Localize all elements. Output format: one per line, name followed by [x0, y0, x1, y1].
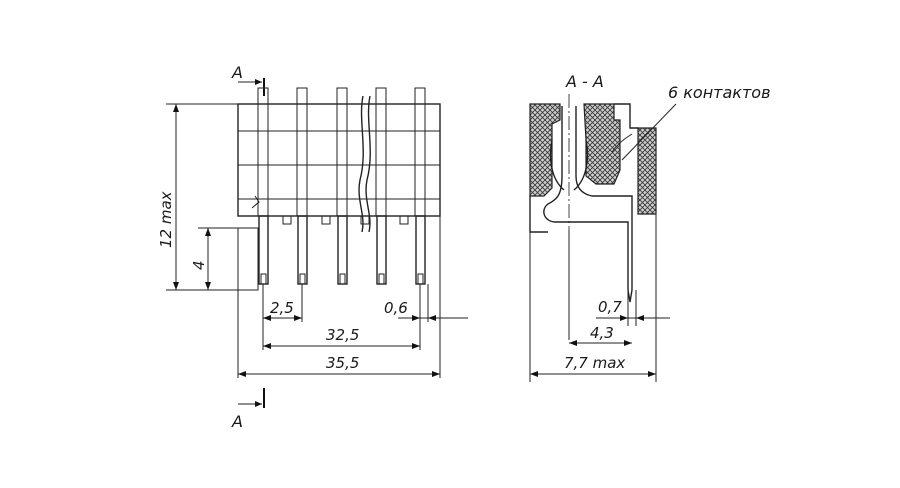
dim-pin-width-label: 0,6 — [384, 299, 408, 317]
housing-left — [529, 103, 561, 197]
dim-pin-offset-label: 4,3 — [590, 324, 614, 342]
section-mark-top: A — [231, 63, 265, 96]
pin-1 — [257, 87, 269, 285]
pin-4 — [375, 87, 387, 285]
dim-overall-depth: 7,7 max — [530, 354, 656, 377]
dim-overall-depth-label: 7,7 max — [564, 354, 625, 372]
section-label-top: A — [231, 63, 243, 82]
dim-span: 32,5 — [263, 326, 420, 349]
dim-pin-offset: 4,3 — [569, 324, 632, 346]
contacts-callout: 6 контактов — [621, 83, 771, 161]
dim-pitch-label: 2,5 — [270, 299, 294, 317]
section-title: A - A — [565, 72, 604, 91]
pin-5 — [414, 87, 426, 285]
dim-height: 12 max — [157, 103, 238, 291]
dim-span-label: 32,5 — [326, 326, 359, 344]
dim-height-label: 12 max — [157, 191, 175, 248]
pin-2 — [296, 87, 308, 285]
dim-overall-width: 35,5 — [238, 354, 440, 377]
front-view: A A — [157, 63, 468, 431]
dim-pin-length: 4 — [190, 227, 238, 291]
dim-pin-length-label: 4 — [190, 260, 208, 270]
contacts-callout-label: 6 контактов — [668, 83, 771, 102]
dim-pin-width: 0,6 — [384, 299, 468, 321]
section-view: A - A 6 контактов — [529, 72, 771, 382]
contact-pin — [543, 106, 633, 303]
housing-right — [583, 103, 621, 185]
section-mark-bottom: A — [231, 388, 265, 431]
pin-3 — [336, 87, 348, 285]
base-step — [237, 227, 259, 291]
dim-pin-thickness-label: 0,7 — [598, 298, 622, 316]
section-label-bottom: A — [231, 412, 243, 431]
dim-pin-thickness: 0,7 — [596, 298, 670, 321]
pins — [257, 87, 426, 285]
dim-pitch: 2,5 — [263, 299, 302, 321]
dim-overall-width-label: 35,5 — [326, 354, 359, 372]
